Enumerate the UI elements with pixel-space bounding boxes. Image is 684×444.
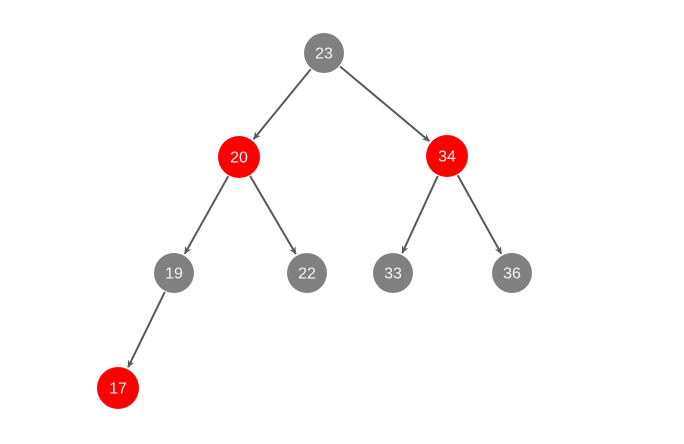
node-circle-gray xyxy=(287,253,327,293)
tree-node-19: 19 xyxy=(154,253,194,293)
tree-node-36: 36 xyxy=(492,253,532,293)
tree-edge-19-17 xyxy=(127,291,166,368)
tree-node-34: 34 xyxy=(426,135,468,177)
node-circle-gray xyxy=(154,253,194,293)
tree-node-33: 33 xyxy=(373,253,413,293)
edges-layer xyxy=(127,65,503,368)
tree-edge-20-19 xyxy=(183,175,230,255)
node-circle-red xyxy=(426,135,468,177)
node-circle-gray xyxy=(373,253,413,293)
tree-edge-23-34 xyxy=(339,65,431,143)
node-circle-red xyxy=(218,136,260,178)
tree-edge-34-36 xyxy=(456,174,503,255)
node-circle-gray xyxy=(492,253,532,293)
tree-edge-34-33 xyxy=(401,175,439,254)
tree-edge-23-20 xyxy=(252,68,312,140)
tree-node-17: 17 xyxy=(97,367,139,409)
nodes-layer: 23 20 34 19 22 33 36 17 xyxy=(97,33,532,409)
tree-edge-20-22 xyxy=(249,175,297,255)
node-circle-red xyxy=(97,367,139,409)
tree-node-22: 22 xyxy=(287,253,327,293)
node-circle-gray xyxy=(304,33,344,73)
tree-node-20: 20 xyxy=(218,136,260,178)
tree-node-23: 23 xyxy=(304,33,344,73)
